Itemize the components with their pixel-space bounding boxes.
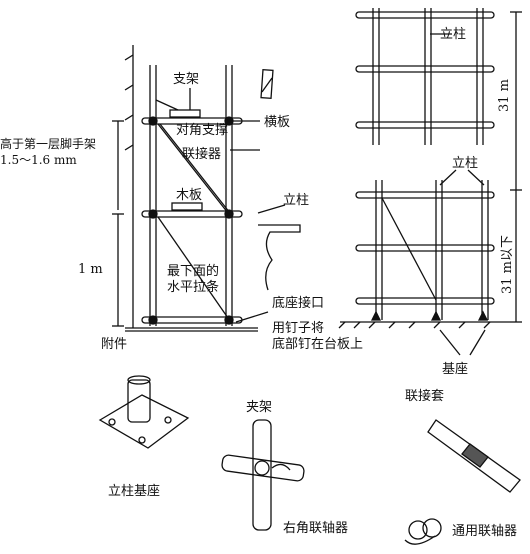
standard-mid-label: 立柱 [452, 156, 479, 171]
right-scaffold [338, 8, 522, 356]
brace-label: 支架 [173, 72, 200, 87]
standard-base-drawing [98, 375, 190, 449]
right-angle-coupler-drawing [221, 419, 305, 531]
lower-frame [355, 180, 495, 320]
top-plank [169, 109, 201, 118]
bottom-tie-line1-label: 最下面的 [167, 264, 220, 279]
standard-left-label: 立柱 [283, 193, 310, 208]
clamp-label: 夹架 [246, 400, 273, 415]
bottom-tie-line2-label: 水平拉条 [167, 280, 220, 295]
left-scaffold [112, 45, 301, 332]
base-joint-label: 底座接口 [272, 296, 325, 311]
height-31m-label: 31 m [497, 78, 513, 113]
middle-plank [171, 202, 203, 211]
sleeve-coupler-label: 联接套 [405, 389, 445, 404]
height-31m-below-label: 31 m以下 [500, 234, 516, 295]
height-range-label: 1.5～1.6 mm [0, 153, 77, 167]
standard-base-label: 立柱基座 [108, 484, 161, 499]
above-first-floor-label: 高于第一层脚手架 [0, 137, 97, 151]
base-label: 基座 [442, 362, 469, 377]
left-standards [149, 65, 233, 326]
ledger-board-label: 横板 [264, 115, 291, 130]
standard-top-label: 立柱 [440, 27, 467, 42]
right-angle-coupler-label: 右角联轴器 [283, 521, 349, 536]
plank-label: 木板 [176, 188, 203, 203]
nail-line2-label: 底部钉在台板上 [272, 337, 364, 352]
universal-coupler-drawing [404, 518, 442, 545]
one-meter-label: 1 m [78, 262, 103, 277]
upper-frame [355, 8, 495, 145]
universal-coupler-label: 通用联轴器 [452, 524, 518, 539]
sleeve-coupler-drawing [427, 419, 521, 493]
accessories-label: 附件 [101, 337, 128, 352]
diagonal-brace-label: 对角支撑 [176, 123, 229, 138]
coupler-label: 联接器 [182, 147, 222, 162]
nail-line1-label: 用钉子将 [272, 321, 325, 336]
